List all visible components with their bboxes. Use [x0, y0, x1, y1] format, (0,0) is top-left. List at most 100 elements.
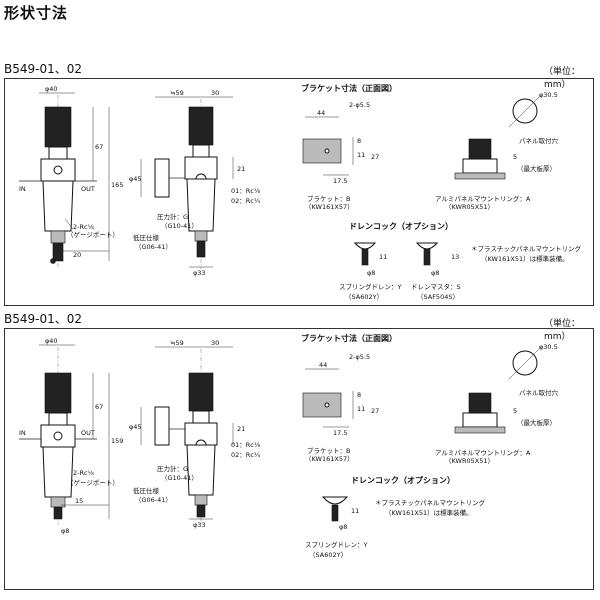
mount-panel-hole-2: パネル取付穴 [519, 388, 559, 397]
drain-1-8: φ8 [367, 269, 375, 277]
mount-max-plate: （最大板厚） [517, 164, 556, 173]
in-label-2: IN [19, 429, 26, 437]
gauge-port-label-2: （ゲージポート） [67, 478, 119, 487]
bracket-label-2: ブラケット：B [307, 446, 350, 455]
page-title: 形状寸法 [4, 4, 69, 22]
gauge-port-2: 2-Rc⅛ [73, 469, 95, 477]
drain-heading-2: ドレンコック（オプション） [351, 475, 455, 485]
port-01: 01：Rc⅛ [231, 187, 261, 195]
section-2-drawing: φ40 IN OUT 67 159 2-Rc⅛ （ゲージポート） 15 φ8 ≒… [4, 328, 594, 590]
low-pressure-2: 低圧仕様 [133, 486, 160, 495]
dim-33: φ33 [193, 269, 206, 277]
section-2-model: B549-01、02 [4, 312, 83, 326]
dim-20: 20 [73, 251, 81, 259]
drain-2-13: 13 [451, 253, 459, 261]
dim-59-2: ≒59 [170, 339, 184, 347]
bracket-8: 8 [357, 137, 361, 145]
bracket-17-5: 17.5 [333, 177, 347, 185]
in-label: IN [19, 185, 26, 193]
bracket-view-2: ブラケット寸法（正面図） 44 2-φ5.5 8 11 27 17.5 ブラケッ… [301, 333, 397, 463]
bracket-11-2: 11 [357, 405, 365, 413]
drain-2-code: （SAF504S） [417, 293, 459, 301]
bracket-holes: 2-φ5.5 [349, 101, 370, 109]
dim-width-2: φ40 [45, 337, 58, 345]
bracket-heading-2: ブラケット寸法（正面図） [301, 333, 397, 343]
drain-note-1: ＊プラスチックパネルマウントリング [471, 244, 582, 253]
gauge-port: 2-Rc⅛ [73, 223, 95, 231]
out-label-2: OUT [81, 429, 95, 437]
dim-total-2: 159 [111, 437, 123, 445]
dim-45: φ45 [129, 175, 142, 183]
drain-1-code: （SA602Y） [345, 293, 383, 301]
front-view: φ40 IN OUT 67 165 2-Rc⅛ （ゲージポート） 20 [19, 85, 123, 267]
mount-code-2: （KWR05X51） [445, 457, 494, 465]
mount-label-2: アルミパネルマウントリング：A [435, 448, 531, 457]
low-pressure-code: （G06-41） [135, 243, 172, 251]
bracket-17-5-2: 17.5 [333, 429, 347, 437]
dim-30: 30 [211, 89, 219, 97]
gauge-port-label: （ゲージポート） [67, 230, 119, 239]
drain-section: ドレンコック（オプション） 11 φ8 スプリングドレン：Y （SA602Y） … [339, 221, 582, 301]
gauge-meter-code: （G10-41） [161, 222, 198, 230]
port-02: 02：Rc¼ [231, 197, 261, 205]
drain-note-2: （KW161X51）は標準装備。 [481, 254, 569, 263]
drain-1-label: スプリングドレン：Y [339, 282, 402, 291]
drain-2-8: φ8 [431, 269, 439, 277]
bracket-holes-2: 2-φ5.5 [349, 353, 370, 361]
dim-width: φ40 [45, 85, 58, 93]
section-1-drawing: φ40 IN OUT 67 165 2-Rc⅛ （ゲージポート） 20 ≒59 … [4, 78, 594, 306]
section-1-model: B549-01、02 [4, 62, 83, 76]
low-pressure-code-2: （G06-41） [135, 496, 172, 504]
dim-21-2: 21 [237, 425, 245, 433]
dim-total: 165 [111, 181, 123, 189]
drain-section-2: ドレンコック（オプション） 11 φ8 スプリングドレン：Y （SA602Y） … [305, 475, 486, 559]
mount-5-2: 5 [513, 407, 517, 415]
bracket-label: ブラケット：B [307, 194, 350, 203]
drain-2-1-8: φ8 [339, 523, 347, 531]
gauge-meter-code-2: （G10-41） [161, 474, 198, 482]
drain-heading: ドレンコック（オプション） [349, 221, 453, 231]
side-view-2: ≒59 30 φ45 21 01：Rc⅛ 02：Rc¼ 圧力計：G （G10-4… [129, 339, 261, 529]
dim-67: 67 [95, 143, 103, 151]
drain-2-1-code: （SA602Y） [309, 551, 347, 559]
drain-2-1-11: 11 [351, 507, 359, 515]
dim-30-2: 30 [211, 339, 219, 347]
bracket-27-2: 27 [371, 407, 379, 415]
dim-59: ≒59 [170, 89, 184, 97]
drain-2-label: ドレンマスタ：S [411, 282, 461, 291]
mount-max-plate-2: （最大板厚） [517, 418, 556, 427]
drain-1-11: 11 [379, 253, 387, 261]
out-label: OUT [81, 185, 95, 193]
mount-5: 5 [513, 153, 517, 161]
drain-note-2-2: （KW161X51）は標準装備。 [385, 508, 473, 517]
dim-45-2: φ45 [129, 423, 142, 431]
dim-8-2: φ8 [61, 527, 69, 535]
bracket-8-2: 8 [357, 391, 361, 399]
mount-panel-hole: パネル取付穴 [519, 136, 559, 145]
mount-code: （KWR05X51） [445, 203, 494, 211]
dim-21: 21 [237, 165, 245, 173]
gauge-meter: 圧力計：G [157, 212, 188, 221]
bracket-44: 44 [317, 109, 325, 117]
bracket-heading: ブラケット寸法（正面図） [301, 83, 397, 93]
bracket-11: 11 [357, 151, 365, 159]
dim-33-2: φ33 [193, 521, 206, 529]
mount-view: φ30.5 パネル取付穴 5 （最大板厚） アルミパネルマウントリング：A （K… [435, 91, 559, 211]
side-view: ≒59 30 φ45 21 01：Rc⅛ 02：Rc¼ 圧力計：G （G10-4… [129, 89, 261, 277]
mount-view-2: φ30.5 パネル取付穴 5 （最大板厚） アルミパネルマウントリング：A （K… [435, 343, 559, 465]
bracket-44-2: 44 [319, 361, 327, 369]
low-pressure: 低圧仕様 [133, 233, 160, 242]
section-2-unit: （単位：mm） [544, 319, 581, 342]
drain-2-1-label: スプリングドレン：Y [305, 540, 368, 549]
drain-note-1-2: ＊プラスチックパネルマウントリング [375, 498, 486, 507]
bracket-code: （KW161X57） [305, 203, 354, 211]
bracket-27: 27 [371, 153, 379, 161]
front-view-2: φ40 IN OUT 67 159 2-Rc⅛ （ゲージポート） 15 φ8 [19, 337, 123, 535]
port-01-2: 01：Rc⅛ [231, 441, 261, 449]
bracket-code-2: （KW161X57） [305, 455, 354, 463]
mount-30-5-2: φ30.5 [539, 343, 558, 351]
gauge-meter-2: 圧力計：G [157, 464, 188, 473]
dim-67-2: 67 [95, 403, 103, 411]
bracket-view: ブラケット寸法（正面図） 44 2-φ5.5 8 11 27 17.5 ブラケッ… [301, 83, 397, 211]
dim-15-2: 15 [75, 497, 83, 505]
